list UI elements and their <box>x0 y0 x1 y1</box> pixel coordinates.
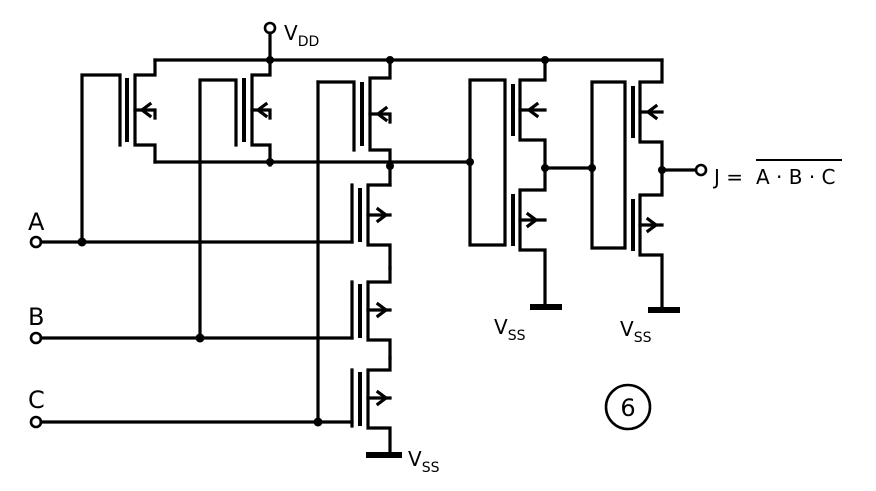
input-b: B <box>28 78 354 345</box>
svg-text:VDD: VDD <box>284 21 319 50</box>
output-prefix: J = <box>712 165 743 189</box>
input-c: C <box>28 80 354 429</box>
svg-text:VSS: VSS <box>408 447 440 476</box>
input-a: A <box>28 73 354 249</box>
vss-subscript-inverter-1: SS <box>508 328 526 344</box>
pmos-transistor-c <box>316 58 392 170</box>
vss-subscript-stack: SS <box>422 460 440 476</box>
figure-number: 6 <box>604 383 652 431</box>
inverter-1 <box>466 58 549 307</box>
input-a-label: A <box>28 208 45 236</box>
svg-text:VSS: VSS <box>620 317 652 346</box>
inverter-2 <box>588 58 666 310</box>
output-expression: A · B · C <box>756 165 836 189</box>
ground-symbol-stack: VSS <box>366 447 440 476</box>
nmos-transistor-b <box>350 266 392 360</box>
nmos-transistor-a <box>350 183 392 270</box>
input-b-label: B <box>28 303 44 331</box>
vss-label-stack: V <box>408 447 422 471</box>
nand-output-node <box>153 158 472 187</box>
vdd-label: V <box>284 21 298 45</box>
vss-label-inverter-1: V <box>494 315 508 339</box>
pmos-transistor-b <box>201 58 272 164</box>
ground-symbol-inverter-1: VSS <box>494 304 562 344</box>
vdd-terminal: VDD <box>263 21 319 62</box>
nmos-transistor-c <box>350 356 392 457</box>
figure-number-label: 6 <box>620 394 635 422</box>
output-terminal: J = A · B · C <box>660 159 842 189</box>
input-c-label: C <box>28 386 45 414</box>
ground-symbol-inverter-2: VSS <box>620 307 680 346</box>
vdd-subscript: DD <box>298 34 320 50</box>
vss-label-inverter-2: V <box>620 317 634 341</box>
svg-text:VSS: VSS <box>494 315 526 344</box>
pmos-transistor-a <box>83 58 157 164</box>
vss-subscript-inverter-2: SS <box>634 330 652 346</box>
vdd-rail <box>153 56 664 64</box>
